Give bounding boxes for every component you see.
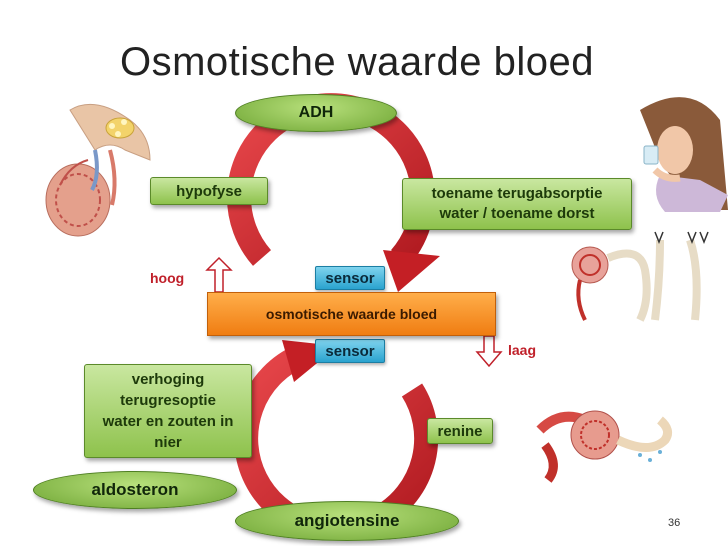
- sensor-bottom-box: sensor: [315, 339, 385, 363]
- page-number: 36: [668, 517, 681, 529]
- nephron-illustration-icon: [571, 231, 709, 322]
- hoog-label: hoog: [150, 270, 185, 286]
- terugabsorptie-line-2: water / toename dorst: [439, 205, 595, 222]
- angiotensine-oval: angiotensine: [235, 501, 459, 541]
- up-arrow-icon: [205, 256, 233, 293]
- verhoging-line-1: verhoging: [131, 371, 205, 388]
- verhoging-terugresoptie-box: verhoging terugresoptie water en zouten …: [84, 364, 252, 458]
- pituitary-illustration-icon: [45, 103, 151, 237]
- woman-drinking-illustration-icon: [640, 97, 728, 212]
- verhoging-line-4: nier: [154, 434, 182, 451]
- sensor-top-box: sensor: [315, 266, 385, 290]
- aldosteron-oval: aldosteron: [33, 471, 237, 509]
- verhoging-line-3: water en zouten in: [102, 413, 234, 430]
- page-title: Osmotische waarde bloed: [120, 40, 594, 84]
- osmotische-waarde-box: osmotische waarde bloed: [207, 292, 496, 336]
- verhoging-line-2: terugresoptie: [120, 392, 216, 409]
- down-arrow-icon: [475, 335, 503, 368]
- terugabsorptie-box: toename terugabsorptie water / toename d…: [402, 178, 632, 230]
- hypofyse-box: hypofyse: [150, 177, 268, 205]
- laag-label: laag: [508, 342, 537, 358]
- adh-oval: ADH: [235, 94, 397, 132]
- top-cycle-arrowhead: [383, 250, 440, 292]
- renine-box: renine: [427, 418, 493, 444]
- glomerulus-illustration-icon: [536, 410, 673, 483]
- terugabsorptie-line-1: toename terugabsorptie: [431, 185, 603, 202]
